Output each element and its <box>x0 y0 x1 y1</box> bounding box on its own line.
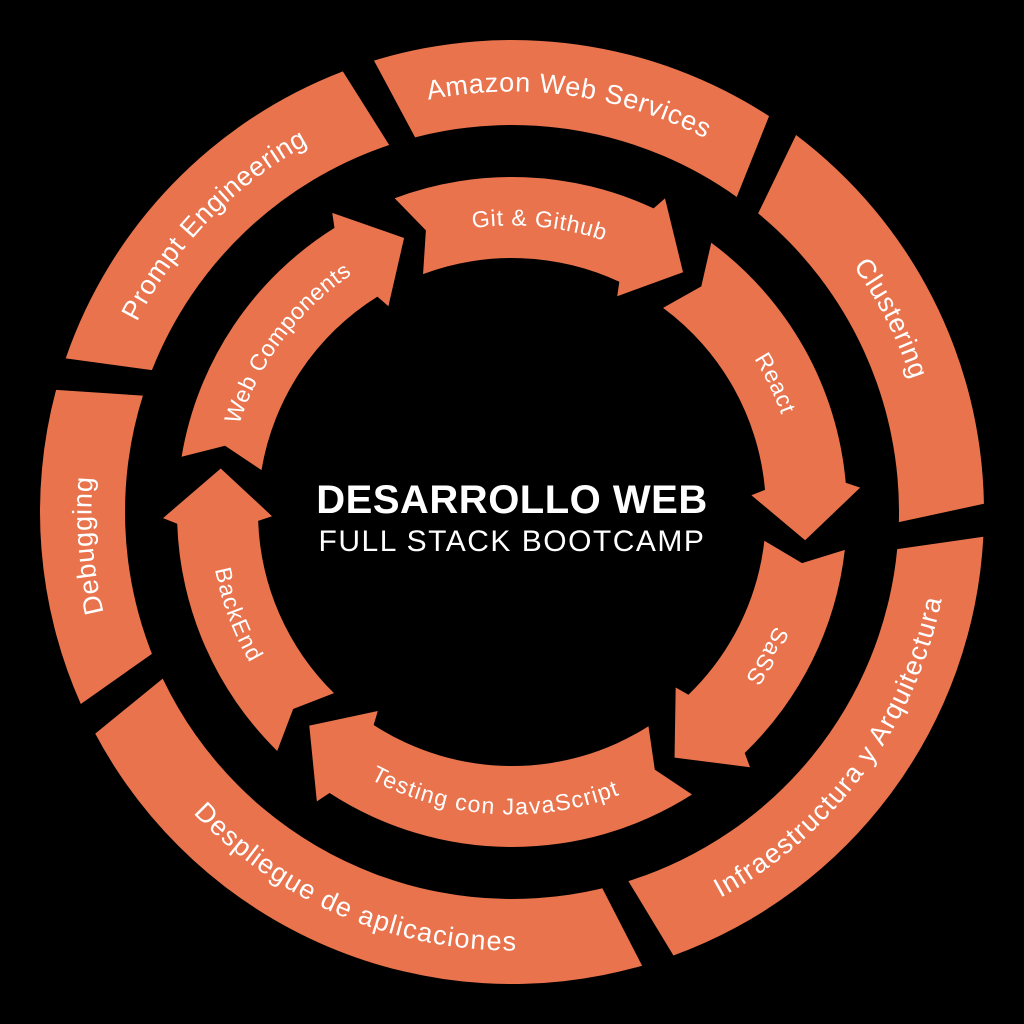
outer-segment-amazon-web-services <box>374 39 770 197</box>
center-subtitle: FULL STACK BOOTCAMP <box>319 525 706 558</box>
inner-segment-web-components <box>181 212 405 471</box>
center-title: DESARROLLO WEB <box>316 478 707 522</box>
outer-segment-prompt-engineering <box>65 71 390 371</box>
outer-segment-debugging <box>39 389 152 704</box>
ring-segments-layer <box>39 39 984 985</box>
outer-segment-despliegue-de-aplicaciones <box>95 678 643 985</box>
inner-segment-git-github <box>394 176 684 297</box>
outer-segment-infraestructura-y-arquitectura <box>628 536 984 956</box>
inner-segment-react <box>663 242 861 541</box>
inner-segment-backend <box>163 468 334 751</box>
inner-segment-sass <box>674 540 845 768</box>
inner-segment-testing-con-javascript <box>309 710 692 847</box>
outer-segment-clustering <box>758 135 984 523</box>
